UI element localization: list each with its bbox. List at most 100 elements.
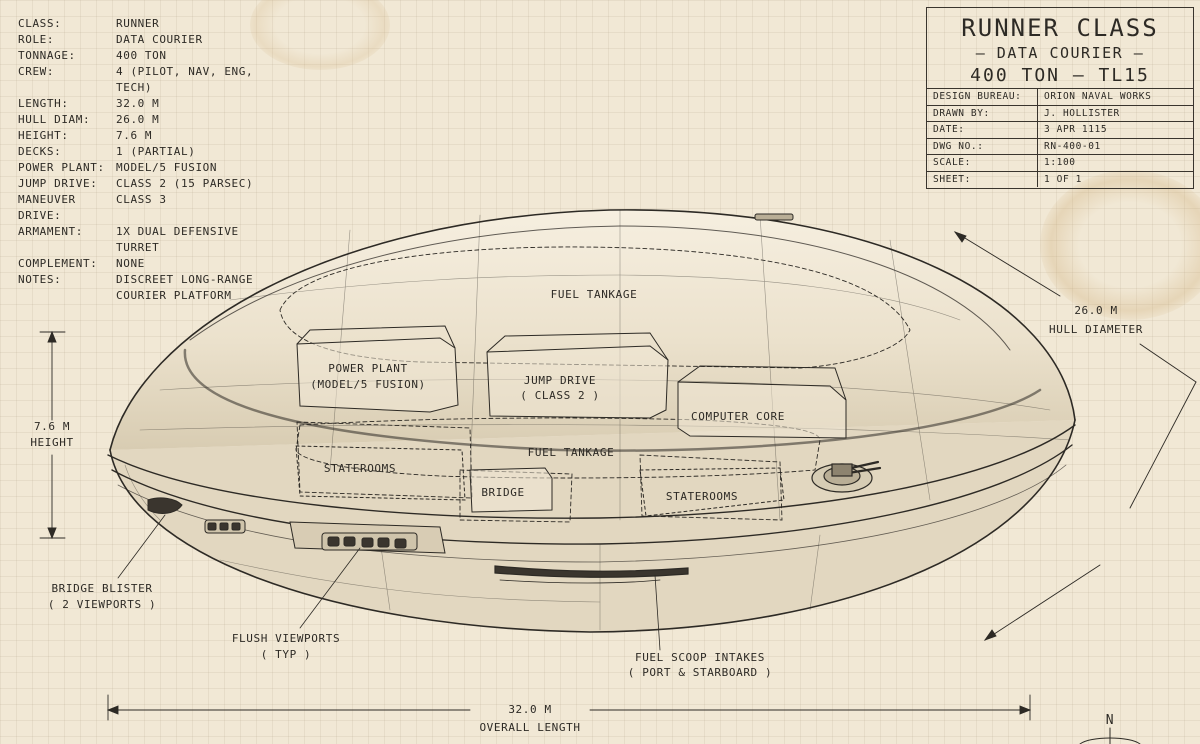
leader-lines: [117, 514, 661, 651]
staterooms-left-outline: [296, 421, 473, 499]
spec-value: MODEL/5 FUSION: [116, 161, 218, 174]
spec-row: CLASS:RUNNER: [18, 16, 286, 32]
title-block-field-label: DATE:: [927, 121, 1038, 139]
title-block-field-value: 3 APR 1115: [1037, 121, 1193, 139]
spec-label: MANEUVER DRIVE:: [18, 193, 76, 222]
spec-row: DECKS: 1 (PARTIAL): [18, 144, 286, 160]
spec-row: HULL DIAM: 26.0 M: [18, 112, 286, 128]
bridge-blister: [147, 497, 246, 534]
title-block-row: DRAWN BY:J. HOLLISTER: [927, 105, 1193, 122]
spec-label: CREW:: [18, 65, 55, 78]
compass-rose: [1079, 727, 1141, 744]
flush-viewports: [289, 521, 446, 554]
power-plant-label: POWER PLANT: [328, 362, 407, 375]
bridge-box: [469, 467, 553, 513]
hull-rim-2: [183, 348, 1042, 452]
title-block-row: SHEET: 1 OF 1: [927, 171, 1193, 187]
spec-value: 32.0 M: [116, 97, 160, 110]
length-label: OVERALL LENGTH: [479, 721, 580, 734]
spec-label: TONNAGE:: [18, 49, 76, 62]
title-block-field-label: SHEET:: [927, 171, 1038, 187]
hull-band-upper: [107, 424, 1076, 519]
drawing-tonnage-line: 400 TON — TL15: [970, 65, 1150, 86]
spec-row: TONNAGE:400 TON: [18, 48, 286, 64]
fuel-tankage-mid-label: FUEL TANKAGE: [528, 446, 615, 459]
spec-label: ROLE:: [18, 33, 55, 46]
spec-label: NOTES:: [18, 273, 62, 286]
length-dimension: [106, 694, 1032, 721]
title-block-row: SCALE:1:100: [927, 154, 1193, 172]
spec-row: JUMP DRIVE: CLASS 2 (15 PARSEC): [18, 176, 286, 192]
title-block-field-label: SCALE:: [927, 154, 1038, 172]
top-hatch: [754, 213, 794, 221]
spec-row: ARMAMENT: 1X DUAL DEFENSIVE TURRET: [18, 224, 286, 256]
title-block-field-value: 1:100: [1037, 154, 1193, 172]
height-value-label: 7.6 M: [34, 420, 70, 433]
computer-core-box-top: [677, 365, 847, 401]
staterooms-left-box: [295, 445, 466, 501]
staterooms-right-box: [639, 467, 785, 517]
spec-row: POWER PLANT: MODEL/5 FUSION: [18, 160, 286, 176]
flush-viewports-label: FLUSH VIEWPORTS: [232, 632, 340, 645]
spec-label: CLASS:: [18, 17, 62, 30]
computer-core-label: COMPUTER CORE: [691, 410, 785, 423]
spec-row: CREW: 4 (PILOT, NAV, ENG, TECH): [18, 64, 286, 96]
hull-rim: [189, 225, 1011, 351]
compass-north-label: N: [1106, 713, 1114, 728]
spec-row: HEIGHT:7.6 M: [18, 128, 286, 144]
diameter-dimension: [953, 231, 1197, 641]
bridge-outline: [459, 469, 573, 523]
spec-value: CLASS 2 (15 PARSEC): [116, 177, 254, 190]
spec-value: CLASS 3: [116, 193, 167, 206]
title-block-row: DATE:3 APR 1115: [927, 121, 1193, 139]
spec-label: ARMAMENT:: [18, 225, 84, 238]
spec-value: DATA COURIER: [116, 33, 203, 46]
title-block-header: RUNNER CLASS — DATA COURIER — 400 TON — …: [927, 8, 1193, 89]
spec-value: 4 (PILOT, NAV, ENG, TECH): [116, 65, 254, 94]
staterooms-left-label: STATEROOMS: [324, 462, 396, 475]
defensive-turret: [811, 460, 882, 493]
spec-row: MANEUVER DRIVE: CLASS 3: [18, 192, 286, 224]
spec-value: 1 (PARTIAL): [116, 145, 196, 158]
fuel-tank-mid-outline: [295, 417, 821, 479]
power-plant-box-top: [296, 325, 456, 349]
jump-drive-sub-label: ( CLASS 2 ): [520, 389, 599, 402]
title-block: RUNNER CLASS — DATA COURIER — 400 TON — …: [926, 7, 1194, 189]
title-block-field-label: DRAWN BY:: [927, 105, 1038, 122]
spec-value: DISCREET LONG-RANGE COURIER PLATFORM: [116, 273, 254, 302]
title-block-field-label: DESIGN BUREAU:: [927, 89, 1038, 106]
jump-drive-box-top: [486, 332, 669, 361]
height-dimension: [39, 330, 66, 540]
title-block-field-label: DWG NO.:: [927, 138, 1038, 155]
jump-drive-box: [486, 345, 669, 419]
spec-value: 26.0 M: [116, 113, 160, 126]
fuel-tankage-top-label: FUEL TANKAGE: [551, 288, 638, 301]
drawing-subtitle: — DATA COURIER —: [975, 44, 1145, 62]
diameter-label: HULL DIAMETER: [1049, 323, 1143, 336]
fuel-scoop-label: FUEL SCOOP INTAKES: [635, 651, 765, 664]
title-block-row: DESIGN BUREAU:ORION NAVAL WORKS: [927, 89, 1193, 106]
spec-row: COMPLEMENT:NONE: [18, 256, 286, 272]
spec-label: POWER PLANT:: [18, 161, 105, 174]
title-block-field-value: 1 OF 1: [1044, 173, 1082, 185]
computer-core-box: [677, 381, 847, 439]
jump-drive-label: JUMP DRIVE: [524, 374, 596, 387]
spec-row: ROLE: DATA COURIER: [18, 32, 286, 48]
spec-label: JUMP DRIVE:: [18, 177, 98, 190]
title-block-field-value: RN-400-01: [1037, 138, 1193, 155]
staterooms-right-outline: [639, 454, 783, 521]
power-plant-sub-label: (MODEL/5 FUSION): [310, 378, 426, 391]
spec-label: DECKS:: [18, 145, 62, 158]
title-block-row: DWG NO.:RN-400-01: [927, 138, 1193, 155]
spec-value: 1X DUAL DEFENSIVE TURRET: [116, 225, 239, 254]
power-plant-box: [296, 337, 459, 413]
spec-label: COMPLEMENT:: [18, 257, 98, 270]
spec-label: LENGTH:: [18, 97, 69, 110]
height-label: HEIGHT: [30, 436, 73, 449]
spec-label: HULL DIAM:: [18, 113, 91, 126]
bridge-label: BRIDGE: [481, 486, 524, 499]
title-block-field-value: J. HOLLISTER: [1037, 105, 1193, 122]
drawing-title: RUNNER CLASS: [961, 14, 1159, 42]
